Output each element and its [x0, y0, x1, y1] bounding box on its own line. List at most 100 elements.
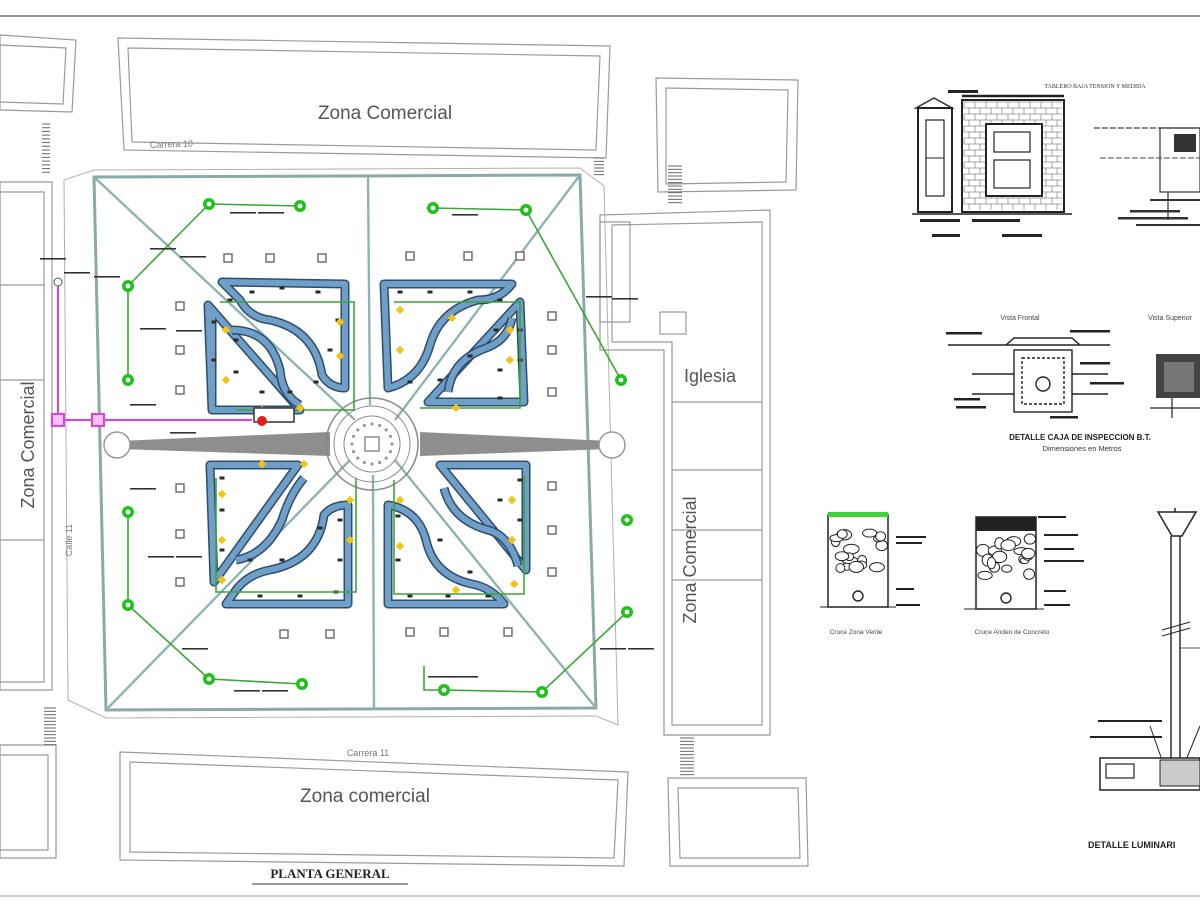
luminaire-core	[441, 687, 447, 693]
bench	[175, 529, 185, 539]
fountain-jet	[370, 422, 374, 426]
annotation-text-stub	[258, 212, 284, 214]
annotation-text-stub	[428, 676, 454, 678]
planter-lamp	[279, 558, 285, 562]
circuit-line	[423, 666, 444, 691]
circuit-line	[127, 203, 210, 287]
circuit-line	[220, 301, 355, 411]
block-top	[117, 37, 611, 159]
bench	[175, 301, 185, 311]
gravel-stone	[1023, 533, 1037, 545]
planter-lamp	[397, 290, 403, 294]
fountain-jet	[356, 428, 360, 432]
fountain-jet	[351, 450, 356, 454]
bench	[265, 253, 275, 263]
feeder-box-2	[91, 413, 105, 427]
gravel-stone	[1001, 564, 1013, 573]
annotation-text-stub	[64, 272, 90, 274]
block-bottom-left	[0, 744, 57, 859]
annotation-text-stub	[140, 328, 166, 330]
circuit-marker	[505, 325, 515, 335]
annotation-text-stub	[182, 648, 208, 650]
block-top-right-inner	[665, 87, 789, 185]
gravel-stone	[862, 528, 878, 538]
planter-lamp	[517, 478, 523, 482]
planter	[223, 502, 351, 607]
promenade-east	[420, 432, 610, 456]
planter-lamp	[467, 354, 473, 358]
block-bottom-right	[667, 777, 809, 867]
planter-lamp	[427, 290, 433, 294]
annotation-text-stub	[234, 690, 260, 692]
gravel-stone	[875, 531, 887, 542]
zone-bottom-label: Zona comercial	[300, 786, 430, 807]
bench	[175, 577, 185, 587]
planter-lamp	[287, 390, 293, 394]
fountain-jet	[388, 450, 393, 454]
street-bottom-label: Carrera 11	[347, 748, 389, 758]
planter	[441, 487, 521, 567]
planter-lamp	[211, 358, 217, 362]
planter-lamp	[497, 498, 503, 502]
planter-lamp	[219, 476, 225, 480]
planter-lamp	[249, 290, 255, 294]
annotation-text-stub	[612, 298, 638, 300]
planter	[437, 462, 529, 573]
circuit-marker	[345, 535, 355, 545]
caja-vista-frontal: Vista Frontal	[1000, 315, 1040, 322]
block-bottom-inner	[129, 761, 619, 859]
bench	[317, 253, 327, 263]
detail-luminaria: DETALLE LUMINARI	[1088, 508, 1200, 850]
zone-left-label: Zona Comercial	[18, 381, 38, 508]
circuit-marker	[221, 325, 231, 335]
planter-lamp	[219, 508, 225, 512]
fountain-jet	[351, 434, 356, 438]
gravel-stone	[869, 562, 885, 573]
east-circle	[598, 431, 626, 459]
block-top-left-inner	[0, 44, 67, 105]
gravel-stone	[834, 551, 850, 562]
annotation-text-stub	[94, 276, 120, 278]
street-top-label: Carrera 10	[150, 139, 193, 150]
planter	[219, 279, 348, 391]
circuit-marker	[395, 305, 405, 315]
block-bottom-right-inner	[677, 787, 801, 859]
luminaire-core	[125, 509, 131, 515]
luminaria-head	[1156, 511, 1198, 537]
circuit-marker	[295, 403, 305, 413]
fountain-jet	[362, 423, 366, 428]
bench	[405, 251, 415, 261]
fountain-jet	[370, 462, 374, 466]
bench	[325, 629, 335, 639]
planter-lamp	[497, 396, 503, 400]
planter-lamp	[313, 380, 319, 384]
gravel-stone	[836, 529, 848, 539]
planter-lamp	[219, 548, 225, 552]
planter-lamp	[467, 570, 473, 574]
annotation-text-stub	[176, 556, 202, 558]
planter-lamp	[395, 514, 401, 518]
planter-lamp	[437, 378, 443, 382]
central-fountain	[325, 397, 419, 491]
circuit-marker	[335, 317, 345, 327]
diag-tl	[93, 176, 356, 421]
bench	[175, 483, 185, 493]
planter-lamp	[257, 594, 263, 598]
annotation-text-stub	[230, 212, 256, 214]
circuit-line	[215, 478, 357, 593]
luminaire-core	[125, 602, 131, 608]
electrical-board	[253, 407, 295, 426]
circuit-marker	[217, 489, 227, 499]
circuit-line	[525, 209, 622, 381]
feeder-pole	[53, 277, 63, 287]
feeder-path	[57, 285, 252, 421]
street-labels: Carrera 10 Carrera 11 Calle 11	[64, 139, 389, 758]
planter-lamp	[497, 298, 503, 302]
luminaire-core	[125, 283, 131, 289]
planter-lamp	[315, 290, 321, 294]
planter-lamp	[337, 518, 343, 522]
bench	[547, 567, 557, 577]
circuit-marker	[395, 345, 405, 355]
surrounding-blocks	[0, 34, 809, 867]
planter	[231, 327, 302, 408]
